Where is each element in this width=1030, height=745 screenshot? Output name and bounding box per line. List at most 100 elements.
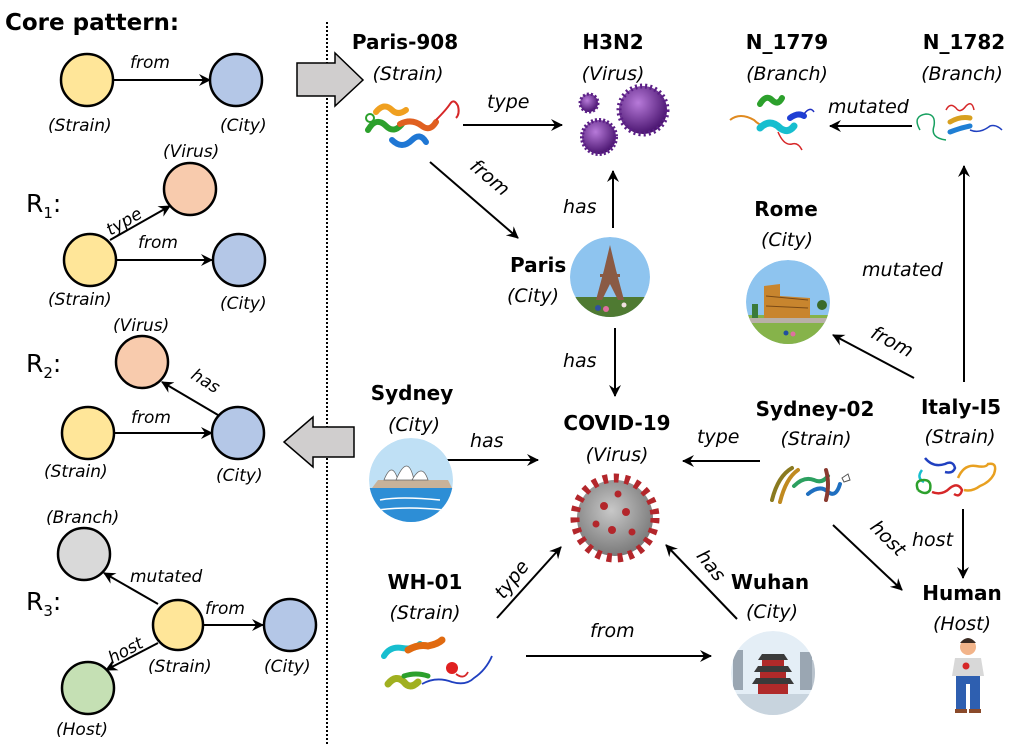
r2-strain-node bbox=[60, 405, 116, 461]
r2-virus-label: (Virus) bbox=[113, 316, 169, 336]
r2-from-label: from bbox=[131, 408, 171, 428]
r3-city-node bbox=[262, 597, 318, 653]
r3-from-label: from bbox=[205, 599, 245, 619]
node-rome-name: Rome bbox=[754, 197, 818, 221]
r2-virus-node bbox=[114, 334, 170, 390]
node-h3n2-name: H3N2 bbox=[582, 30, 643, 54]
node-sydney: Sydney (City) bbox=[369, 381, 454, 522]
node-paris908-type: (Strain) bbox=[372, 63, 443, 85]
r1-city-node bbox=[211, 232, 267, 288]
node-paris-type: (City) bbox=[507, 285, 559, 307]
r2-has-edge bbox=[161, 381, 219, 416]
edge-label-paris-covid: has bbox=[563, 350, 597, 372]
core-strain-node bbox=[59, 52, 115, 108]
example-graph: type from has has mutated mutated from h… bbox=[352, 30, 1005, 715]
r3-branch-label: (Branch) bbox=[46, 508, 119, 528]
r1-strain-node bbox=[62, 232, 118, 288]
left-panel: Core pattern: from (Strain) (City) R1: (… bbox=[5, 10, 318, 740]
node-paris908-name: Paris-908 bbox=[352, 30, 458, 54]
r3-host-label: host bbox=[105, 633, 148, 669]
rule-r2-label: R2: bbox=[26, 349, 61, 382]
core-city-label: (City) bbox=[220, 116, 267, 136]
edge-label-wh01-wuhan: from bbox=[590, 620, 635, 642]
core-city-node bbox=[208, 52, 264, 108]
r2-has-label: has bbox=[187, 365, 223, 398]
node-wh01-name: WH-01 bbox=[388, 570, 463, 594]
r3-strain-label: (Strain) bbox=[148, 657, 212, 677]
big-left-arrow bbox=[282, 415, 355, 469]
node-rome-type: (City) bbox=[761, 229, 813, 251]
node-wh01: WH-01 (Strain) bbox=[381, 570, 493, 690]
big-right-arrow bbox=[296, 51, 365, 108]
r3-host-label-text: (Host) bbox=[56, 720, 108, 740]
r2-city-node bbox=[210, 405, 266, 461]
node-covid-type: (Virus) bbox=[586, 444, 649, 466]
node-sydney02: Sydney-02 (Strain) bbox=[756, 397, 875, 504]
node-n1782: N_1782 (Branch) bbox=[916, 30, 1005, 141]
edge-label-sydney02-human: host bbox=[866, 516, 912, 562]
r1-city-label: (City) bbox=[220, 294, 267, 314]
node-paris908: Paris-908 (Strain) bbox=[352, 30, 460, 148]
edge-label-italy-n1782: mutated bbox=[862, 259, 944, 281]
node-paris-name: Paris bbox=[510, 253, 566, 277]
edge-label-n1782-n1779: mutated bbox=[828, 96, 910, 118]
node-wh01-type: (Strain) bbox=[389, 602, 460, 624]
edge-label-paris908-paris: from bbox=[465, 155, 513, 201]
node-sydney02-name: Sydney-02 bbox=[756, 397, 875, 421]
opera-house-icon bbox=[369, 438, 453, 522]
node-n1782-type: (Branch) bbox=[921, 63, 1003, 85]
edge-sydney02-human bbox=[832, 524, 903, 591]
r3-branch-node bbox=[56, 526, 112, 582]
r1-strain-label: (Strain) bbox=[48, 290, 112, 310]
edge-label-italy-human: host bbox=[912, 529, 955, 551]
node-n1779-type: (Branch) bbox=[746, 63, 828, 85]
node-n1782-name: N_1782 bbox=[923, 30, 1005, 54]
r3-host-edge bbox=[105, 642, 159, 671]
r1-type-edge bbox=[109, 205, 171, 241]
node-italy: Italy-I5 (Strain) bbox=[915, 395, 1001, 497]
core-from-label: from bbox=[130, 53, 170, 73]
pagoda-icon bbox=[731, 631, 815, 715]
colosseum-icon bbox=[746, 260, 830, 344]
edge-paris908-paris bbox=[429, 161, 519, 239]
node-wuhan: Wuhan (City) bbox=[731, 570, 815, 715]
node-rome: Rome (City) bbox=[746, 197, 830, 344]
r3-mutated-label: mutated bbox=[130, 567, 203, 587]
r2-city-label: (City) bbox=[216, 466, 263, 486]
r3-strain-node bbox=[151, 598, 205, 652]
edge-label-paris-h3n2: has bbox=[563, 196, 597, 218]
eiffel-tower-icon bbox=[570, 237, 650, 317]
edge-wh01-covid bbox=[496, 546, 562, 619]
protein-structure-icon bbox=[915, 457, 997, 497]
rule-r1: R1: (Virus) type from (Strain) (City) bbox=[26, 142, 267, 314]
purple-virus-icon bbox=[578, 83, 670, 156]
node-sydney-type: (City) bbox=[388, 414, 440, 436]
edge-label-wh01-covid: type bbox=[490, 556, 533, 603]
node-human-name: Human bbox=[922, 581, 1002, 605]
node-sydney-name: Sydney bbox=[371, 381, 454, 405]
edge-wuhan-covid bbox=[665, 544, 738, 620]
rule-r2: R2: (Virus) has from (Strain) (City) bbox=[26, 316, 266, 486]
node-wuhan-type: (City) bbox=[746, 601, 798, 623]
node-covid: COVID-19 (Virus) bbox=[563, 411, 671, 563]
node-n1779: N_1779 (Branch) bbox=[729, 30, 828, 151]
r1-virus-label: (Virus) bbox=[163, 142, 219, 162]
r2-strain-label: (Strain) bbox=[44, 462, 108, 482]
node-wuhan-name: Wuhan bbox=[731, 570, 809, 594]
coronavirus-icon bbox=[570, 473, 660, 563]
node-italy-name: Italy-I5 bbox=[921, 395, 1001, 419]
rule-r3-label: R3: bbox=[26, 587, 61, 620]
node-paris: Paris (City) bbox=[507, 237, 650, 317]
node-human-type: (Host) bbox=[933, 613, 991, 635]
node-human: Human (Host) bbox=[922, 581, 1002, 713]
r3-host-node bbox=[60, 660, 116, 716]
core-strain-label: (Strain) bbox=[48, 116, 112, 136]
protein-structure-icon bbox=[770, 466, 851, 504]
person-icon bbox=[952, 638, 984, 713]
r1-from-label: from bbox=[138, 233, 178, 253]
edge-label-wuhan-covid: has bbox=[692, 546, 730, 586]
protein-structure-icon bbox=[916, 103, 1003, 141]
edge-label-sydney02-covid: type bbox=[697, 426, 739, 448]
node-italy-type: (Strain) bbox=[924, 426, 995, 448]
